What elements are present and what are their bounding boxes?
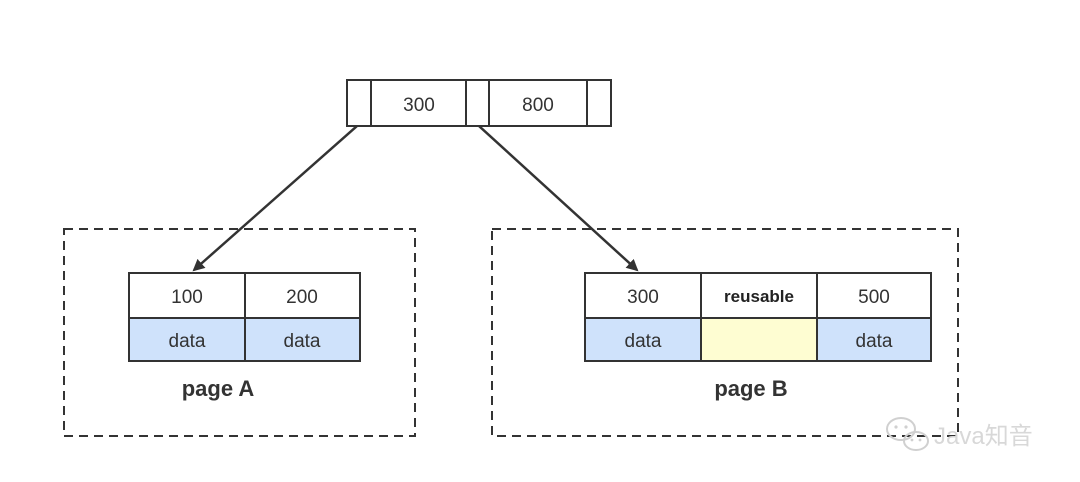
page-b-label: page B — [714, 376, 787, 401]
page-b-value-1: data — [625, 331, 662, 352]
root-node: 300 800 — [346, 79, 612, 127]
page-b-key-1: 300 — [627, 287, 659, 308]
wechat-icon — [886, 417, 929, 451]
root-key-300: 300 — [403, 95, 435, 116]
page-b-key-3: 500 — [858, 287, 890, 308]
page-a-key-2: 200 — [286, 287, 318, 308]
page-b-data-cell-3 — [817, 318, 931, 361]
page-b-value-3: data — [856, 331, 893, 352]
page-a-data-cell-1 — [129, 318, 245, 361]
page-b-reusable-cell — [701, 318, 817, 361]
page-a-border — [63, 228, 416, 437]
page-a-key-1: 100 — [171, 287, 203, 308]
page-b-key-reusable: reusable — [724, 287, 794, 306]
page-a-label: page A — [182, 376, 255, 401]
root-key-800: 800 — [522, 95, 554, 116]
pointer-arrow-left — [192, 125, 358, 272]
page-b-border — [491, 228, 959, 437]
page-b-data-cell-1 — [585, 318, 701, 361]
pointer-arrow-right — [478, 125, 639, 272]
watermark: Java知音 — [886, 417, 1033, 451]
page-a: 100 200 data data page A — [63, 228, 416, 437]
page-a-value-1: data — [169, 331, 206, 352]
watermark-text: Java知音 — [934, 423, 1033, 450]
page-a-value-2: data — [284, 331, 321, 352]
page-b: 300 reusable 500 data data page B — [491, 228, 959, 437]
page-a-data-cell-2 — [245, 318, 360, 361]
